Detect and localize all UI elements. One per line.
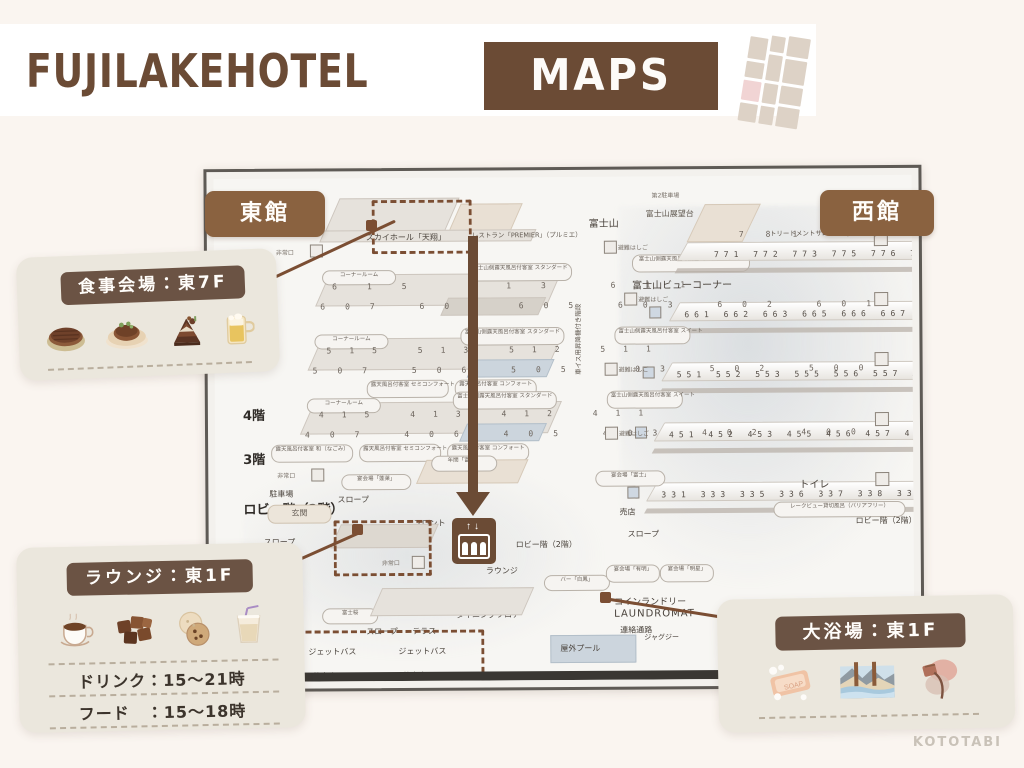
- elevator-arrows-icon: ↑↓: [466, 521, 482, 532]
- label-jet-bath-left: ジェットバス: [308, 647, 357, 657]
- east-floor-label-3: 3階: [243, 452, 266, 468]
- west-exit-icon-4: [874, 412, 889, 427]
- connector-bath-endpoint: [600, 592, 611, 603]
- brand-title: FUJILAKEHOTEL: [26, 44, 369, 98]
- escape-ladder-icon-4: [604, 362, 618, 376]
- card-bath-icons: SOAP: [754, 659, 977, 709]
- card-dining-venue[interactable]: 食事会場：東7F: [15, 248, 281, 381]
- connector-dining-endpoint: [366, 220, 377, 231]
- label-slope-1: スロープ: [337, 495, 369, 505]
- label-escape-ladder-3: 避難はしご: [619, 430, 650, 438]
- label-escape-ladder-4: 避難はしご: [618, 366, 649, 374]
- label-escape-ladder-1: 避難はしご: [617, 244, 648, 252]
- maps-chip-label: MAPS: [530, 50, 672, 101]
- wheelchair-icon-3f: [627, 486, 640, 499]
- card-lounge[interactable]: ラウンジ：東1F: [16, 542, 306, 733]
- card-bath-title: 大浴場：東1F: [775, 613, 966, 651]
- maps-chip: MAPS: [484, 42, 718, 110]
- soap-bar-icon: SOAP: [763, 661, 820, 709]
- label-bar-hakuho: バー「白鳳」: [543, 574, 610, 592]
- label-shop: 売店: [619, 507, 636, 517]
- east-rooms-5-upper: 515 513 512 511: [326, 344, 669, 356]
- card-dining-title: 食事会場：東7F: [60, 265, 246, 306]
- label-second-parking: 第2駐車場: [651, 192, 680, 200]
- iced-drink-icon: [231, 604, 266, 652]
- label-lobby-floor-2: ロビー階（2階）: [515, 539, 577, 550]
- label-emergency-exit-7f: 非常口: [275, 249, 294, 257]
- escape-ladder-icon-3: [604, 426, 619, 440]
- label-emergency-exit-1f: 非常口: [381, 560, 400, 568]
- west-rooms-6-lower: 661 662 663 665 666 667 668 669: [684, 308, 914, 320]
- label-terrace: テラス: [412, 626, 437, 636]
- east-rooms-4-upper: 415 413 412 411: [318, 408, 662, 420]
- label-jet-bath-right: ジェットバス: [398, 646, 447, 657]
- tag-east-wing[interactable]: 東館: [205, 191, 325, 237]
- west-rooms-3-lower: 331 333 335 336 337 338 339: [661, 488, 915, 500]
- card-large-bath[interactable]: 大浴場：東1F SOAP: [716, 594, 1016, 733]
- down-arrow-icon: [468, 236, 478, 498]
- card-dining-icons: [44, 306, 256, 359]
- west-rooms-7-lower: 771 772 773 775 776 777 779: [713, 248, 915, 260]
- label-banquet-fugaku: 年間「富岳」: [431, 455, 498, 472]
- connector-lounge-endpoint: [352, 524, 363, 535]
- label-fuji-observatory: 富士山展望台: [645, 209, 694, 219]
- label-suite-5f: 富士山側露天風呂付客室 スイート: [614, 326, 703, 345]
- hamburg-steak-icon: [103, 316, 150, 357]
- card-bath-divider: [759, 712, 980, 720]
- watermark: KOTOTABI: [912, 735, 1002, 750]
- label-slope-4: スロープ: [366, 627, 398, 637]
- card-lounge-hours-drink: ドリンク：15〜21時: [77, 669, 246, 692]
- label-parking: 駐車場: [269, 489, 294, 499]
- east-floor-label-4: 4階: [242, 408, 266, 424]
- svg-text:SOAP: SOAP: [784, 681, 805, 692]
- elevator-cab-icon: [458, 534, 490, 559]
- emergency-exit-icon-3f: [311, 468, 325, 482]
- emergency-exit-icon-1f: [411, 555, 425, 569]
- label-outdoor-pool: 屋外プール: [560, 643, 601, 654]
- beer-mug-icon: [222, 306, 256, 352]
- label-toilet: トイレ: [799, 479, 830, 491]
- chocolate-icon: [113, 610, 158, 654]
- steak-icon: [44, 318, 87, 359]
- cookies-icon: [173, 609, 216, 653]
- label-restaurant-premier: レストラン「PREMIER」（プルミエ）: [471, 230, 582, 240]
- tag-west-wing[interactable]: 西館: [820, 190, 934, 236]
- label-suite-4f: 富士山側露天風呂付客室 スイート: [606, 390, 695, 409]
- label-std-openair-6f: 富士山側露天風呂付客室 スタンダード: [467, 262, 573, 282]
- label-nagomi-4f: 露天風呂付客室 和（なごみ）: [271, 444, 354, 463]
- open-air-bath-icon: [838, 659, 897, 707]
- elevator-icon: ↑↓: [452, 518, 496, 564]
- label-lobby-floor-right: ロビー階（2階）: [855, 515, 915, 526]
- label-skyhall: スカイホール「天翔」: [365, 232, 446, 243]
- card-dining-divider: [48, 361, 252, 371]
- label-lounge: ラウンジ: [485, 566, 518, 576]
- label-emergency-exit-3f: 非常口: [277, 472, 296, 480]
- label-slope-3: スロープ: [627, 529, 660, 539]
- map-grid-icon: [735, 30, 834, 134]
- down-arrow-head-icon: [456, 492, 490, 516]
- label-entrance: 玄関: [267, 504, 332, 524]
- dining-block: [369, 587, 535, 617]
- label-fujizakura: 富士桜: [322, 608, 379, 625]
- west-exit-icon-3: [875, 472, 890, 487]
- label-banquet-horai: 宴会場「蓬莱」: [341, 473, 412, 491]
- label-semicomfort-5f: 露天風呂付客室 セミコンフォート: [366, 379, 455, 399]
- label-banquet-ariake: 宴会場「有明」: [605, 564, 660, 583]
- coffee-cup-icon: [55, 611, 98, 655]
- card-lounge-hours-food: フード ：15〜18時: [78, 701, 247, 724]
- card-lounge-icons: [55, 604, 266, 655]
- chocolate-cake-icon: [167, 312, 207, 354]
- label-mt-fuji: 富士山: [588, 218, 619, 230]
- label-banquet-myojo: 宴会場「明星」: [659, 564, 714, 583]
- label-banquet-fuji: 宴会場「富士」: [595, 470, 666, 487]
- label-jacuzzi: ジャグジー: [644, 633, 679, 642]
- card-lounge-title: ラウンジ：東1F: [66, 559, 254, 596]
- escape-ladder-icon-1: [603, 240, 617, 254]
- west-floor-label-7: 7階: [914, 234, 915, 250]
- towel-brush-icon: [915, 656, 968, 706]
